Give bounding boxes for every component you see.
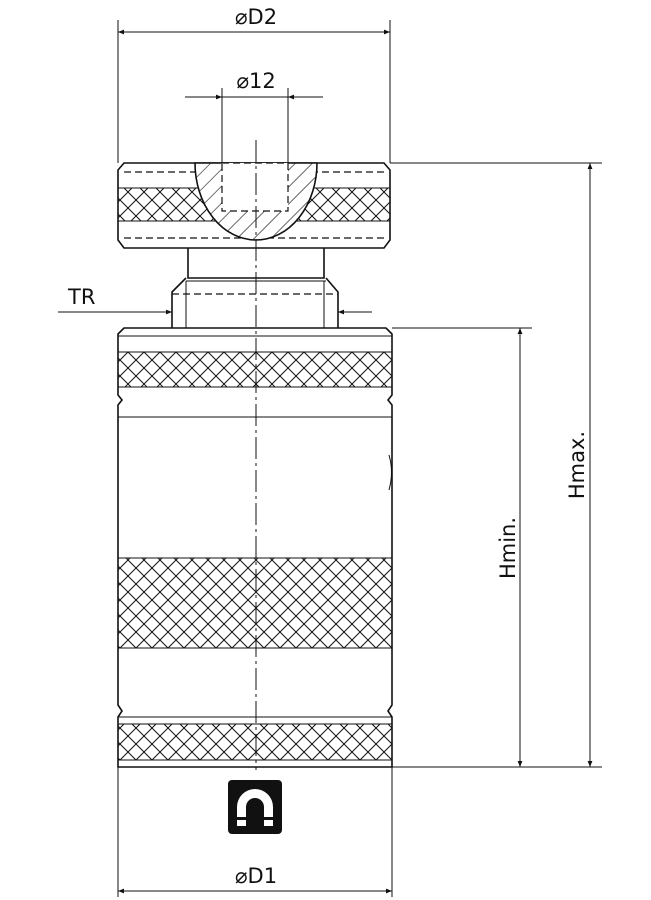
label-hmax: Hmax. (565, 431, 589, 499)
label-d12: ⌀12 (236, 69, 275, 93)
label-d1: ⌀D1 (235, 864, 277, 888)
label-tr: TR (67, 285, 95, 309)
label-d2: ⌀D2 (235, 5, 277, 29)
dimension-d2: ⌀D2 (117, 5, 391, 163)
magnet-icon (228, 780, 282, 834)
top-cap (117, 162, 391, 249)
dimension-hmin: Hmin. (392, 327, 532, 767)
thread-section (171, 248, 339, 328)
dimension-d1: ⌀D1 (117, 767, 393, 897)
dimension-d12: ⌀12 (185, 69, 323, 163)
dimension-hmax: Hmax. (390, 162, 602, 768)
label-hmin: Hmin. (496, 517, 520, 579)
dimension-tr: TR (58, 285, 372, 315)
main-body (117, 327, 393, 768)
